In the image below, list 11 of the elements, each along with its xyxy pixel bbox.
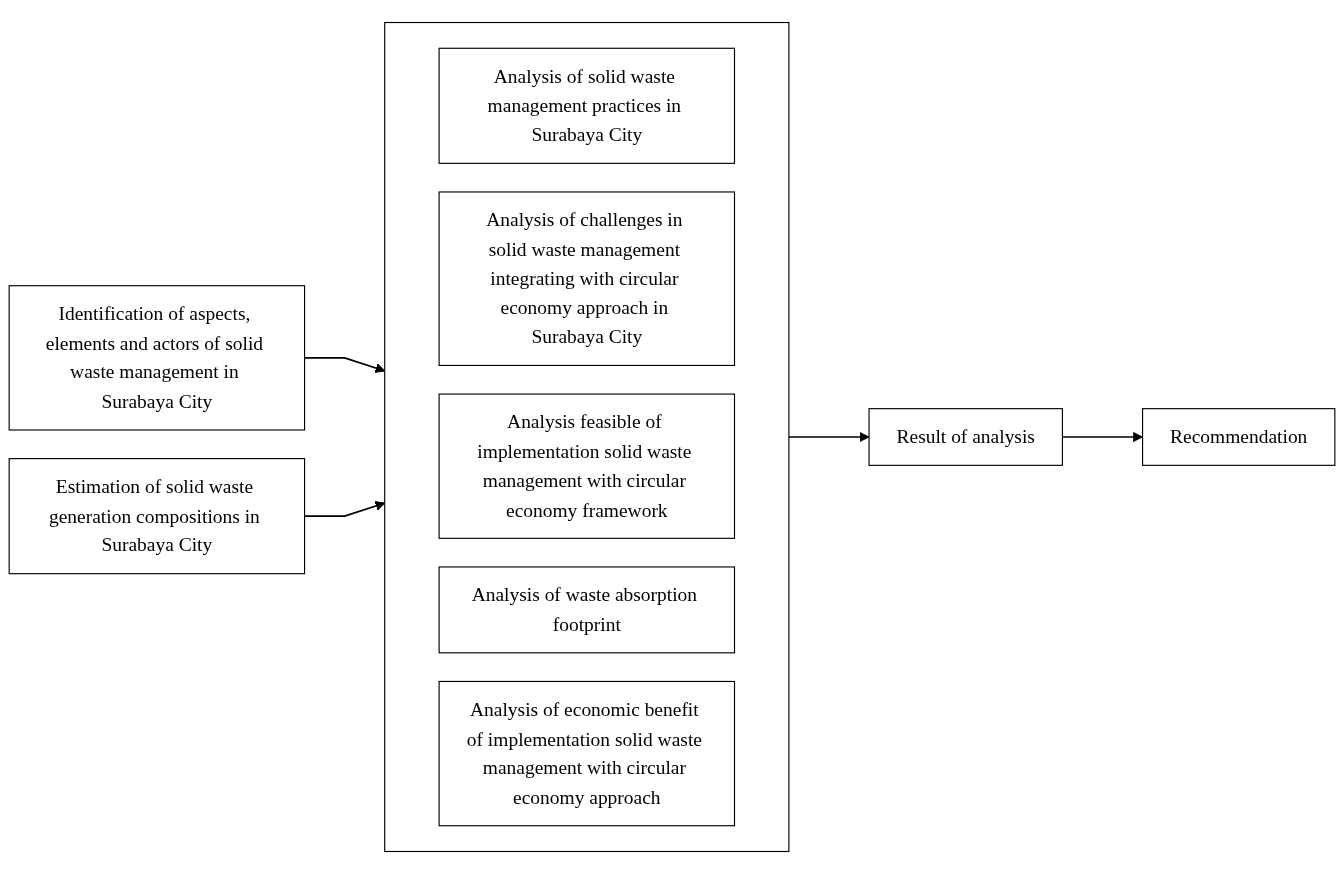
node-box: Analysis of solid waste management practices in Surabaya City [438, 47, 736, 164]
node-box: Result of analysis [868, 408, 1063, 466]
node-box: Identification of aspects, elements and actors of solid waste management in Surabaya City [8, 285, 306, 431]
node-box: Analysis of waste absorption footprint [438, 566, 736, 654]
node-box: Estimation of solid waste generation compositions in Surabaya City [8, 458, 306, 575]
cluster [384, 21, 790, 853]
node-box: Analysis of economic benefit of implementation solid waste management with circular economy approach [438, 680, 736, 827]
node-box: Analysis feasible of implementation solid waste management with circular economy framework [438, 393, 736, 539]
node-box: Analysis of challenges in solid waste management integrating with circular economy approach in Surabaya City [438, 191, 736, 366]
node-box: Recommendation [1142, 408, 1336, 466]
arrow [788, 431, 870, 443]
